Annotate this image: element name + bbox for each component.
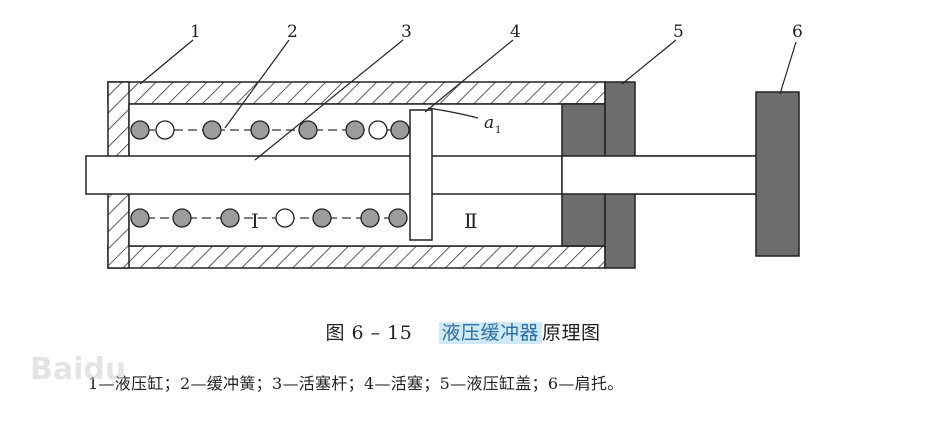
callout-3: 3 (401, 22, 412, 42)
buffer-spring-lower (130, 208, 410, 228)
cylinder-cover (561, 81, 759, 269)
callout-6: 6 (792, 22, 803, 42)
callout-5: 5 (673, 22, 684, 42)
leader-lines (139, 39, 797, 161)
chamber-label-1: Ⅰ (251, 209, 259, 233)
figure-number: 图 6 – 15 (325, 322, 413, 344)
figure-title-rest: 原理图 (542, 322, 601, 344)
shoulder-support (755, 91, 800, 257)
hydraulic-buffer-diagram: 1 2 3 4 5 6 a 1 Ⅰ Ⅱ (85, 22, 803, 269)
callout-4: 4 (510, 22, 521, 42)
clearance-subscript: 1 (495, 125, 501, 136)
buffer-spring-upper (130, 120, 410, 140)
clearance-label: a (484, 113, 494, 133)
callout-2: 2 (287, 22, 298, 42)
chamber-label-2: Ⅱ (464, 209, 478, 233)
parts-legend: 1—液压缸；2—缓冲簧；3—活塞杆；4—活塞；5—液压缸盖；6—肩托。 (88, 374, 624, 393)
figure-caption: 图 6 – 15 液压缓冲器原理图 (0, 318, 926, 345)
figure-title-highlight: 液压缓冲器 (438, 322, 543, 344)
piston (409, 109, 433, 241)
callout-1: 1 (190, 22, 201, 42)
